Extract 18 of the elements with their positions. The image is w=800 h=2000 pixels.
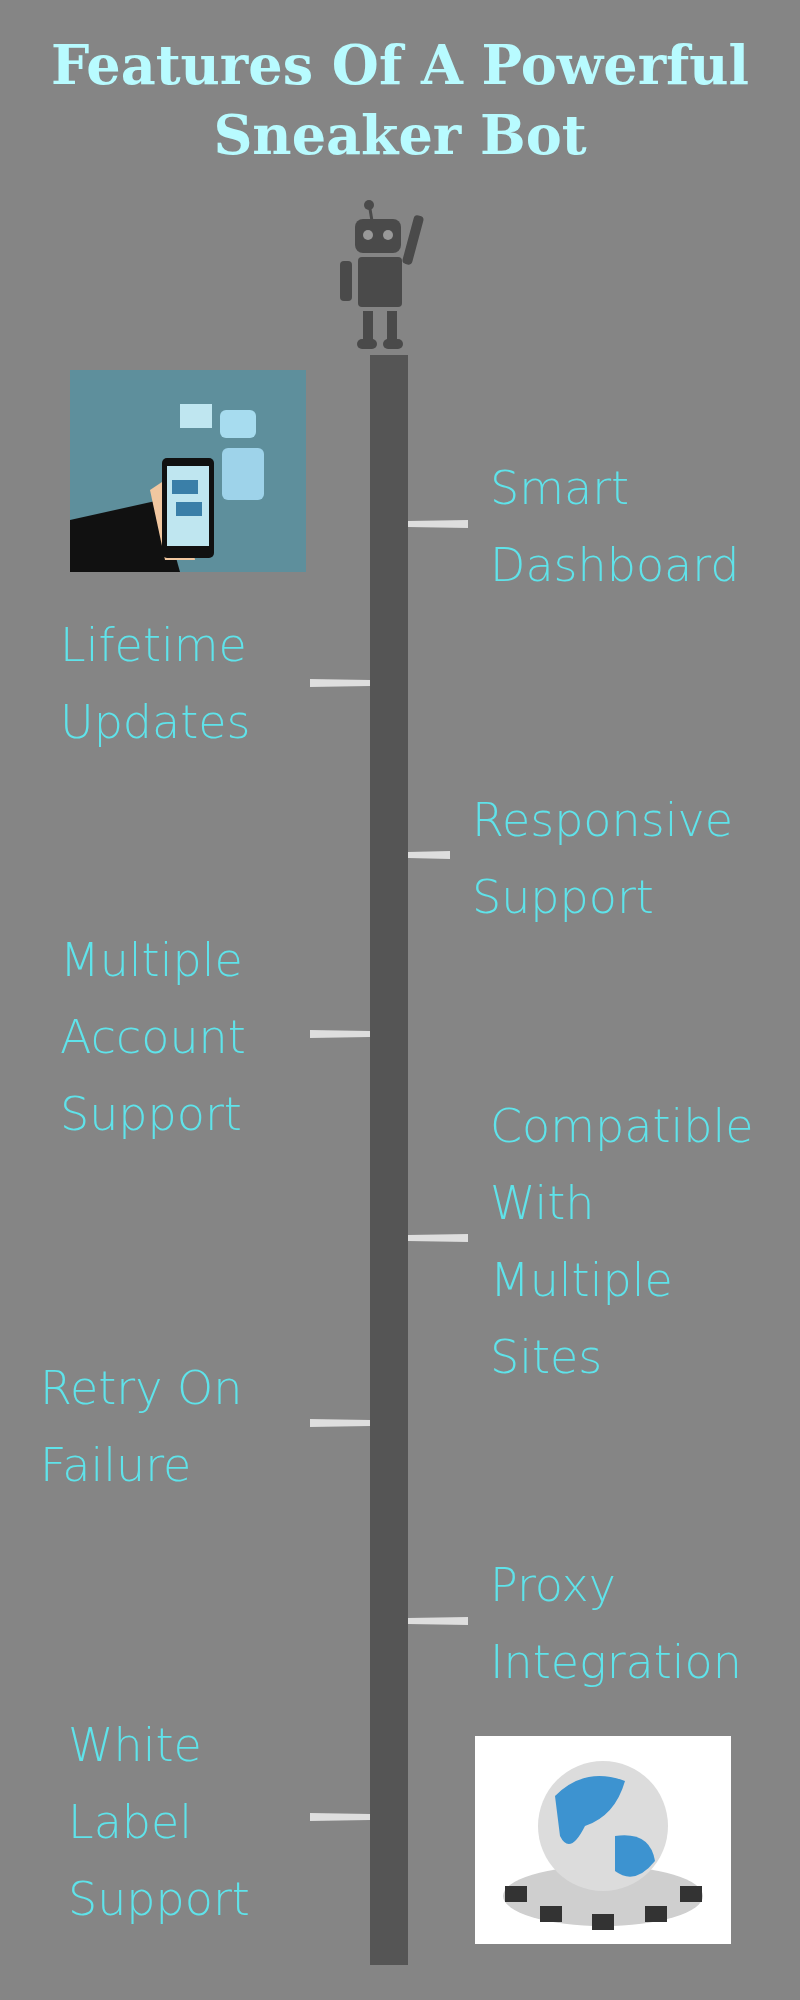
feature-label: Proxy Integration (468, 1547, 788, 1701)
feature-label: Retry On Failure (40, 1350, 310, 1504)
leader-line (310, 1813, 370, 1821)
leader-line (408, 520, 468, 528)
timeline-bar (370, 355, 408, 1965)
leader-line (408, 1617, 468, 1625)
leader-line (408, 1234, 468, 1242)
feature-label: Responsive Support (450, 782, 790, 936)
leader-line (310, 679, 370, 687)
title: Features Of A Powerful Sneaker Bot (49, 32, 751, 169)
feature-label: Compatible With Multiple Sites (468, 1088, 788, 1396)
leader-line (408, 851, 450, 859)
feature-label: Lifetime Updates (60, 607, 310, 761)
feature-label: Smart Dashboard (468, 450, 788, 604)
feature-label: Multiple Account Support (60, 922, 310, 1153)
leader-line (310, 1030, 370, 1038)
leader-line (310, 1419, 370, 1427)
feature-label: White Label Support (68, 1707, 310, 1938)
